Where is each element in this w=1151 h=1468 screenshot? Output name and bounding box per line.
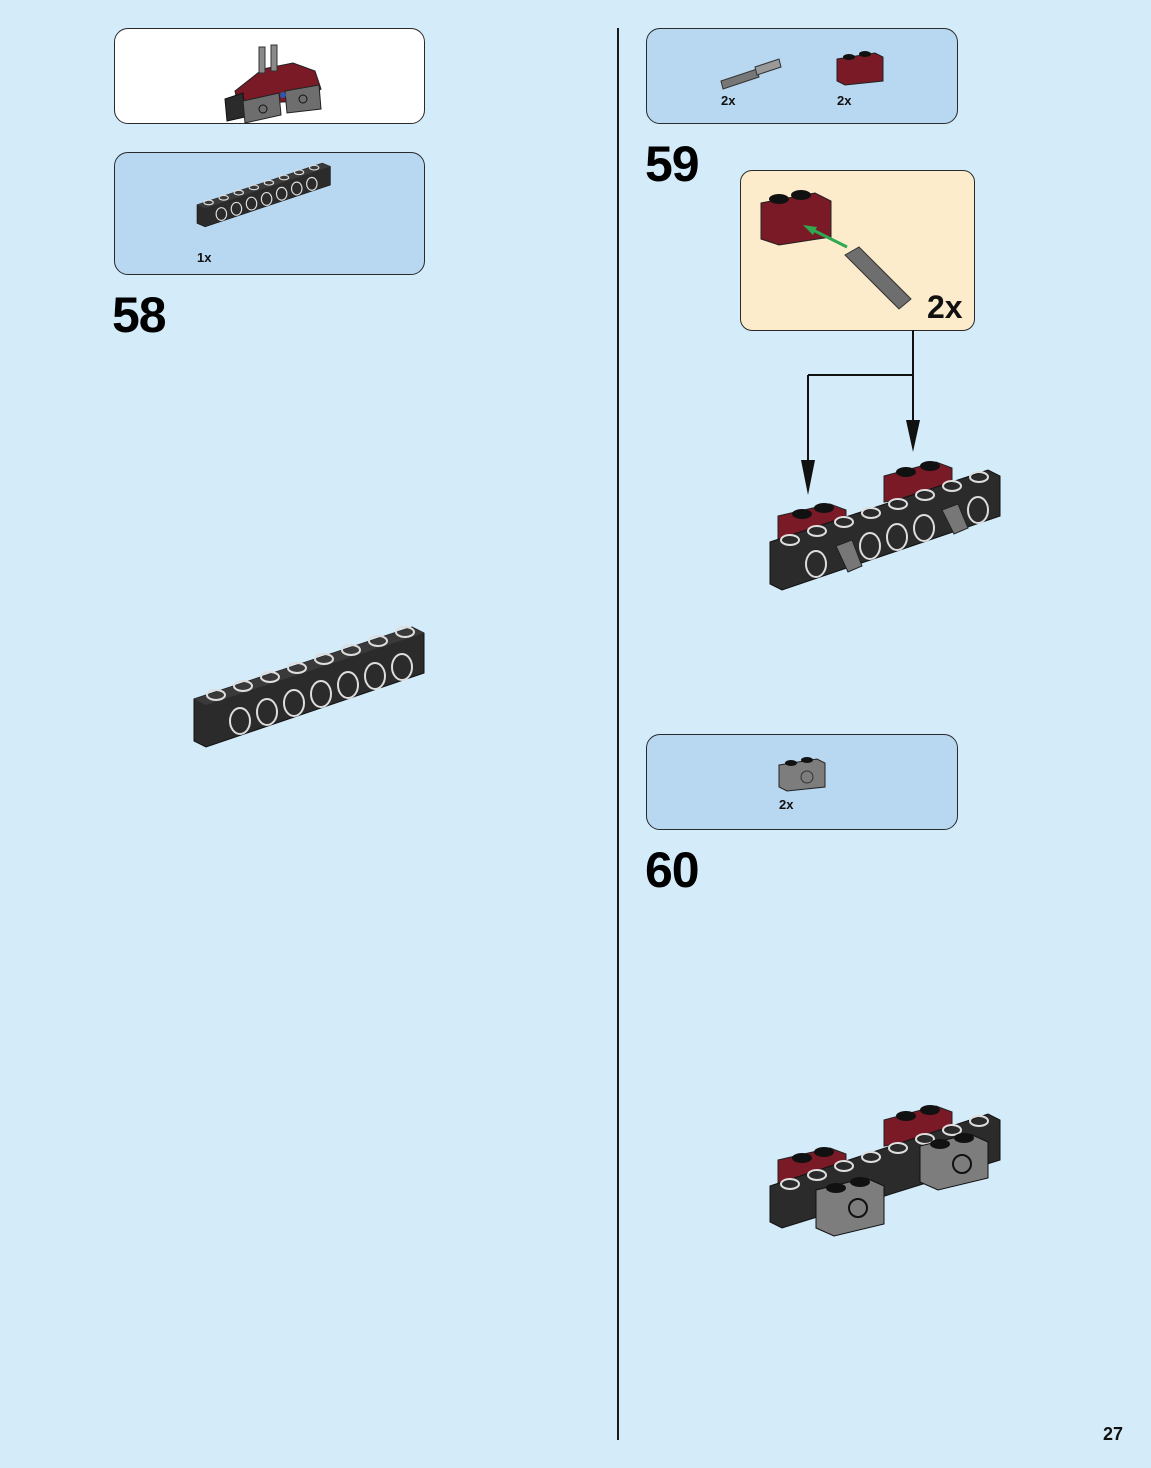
arrow-down-icon: [906, 420, 920, 452]
column-divider: [617, 28, 619, 1440]
pin-insert-icon: [760, 190, 912, 310]
technic-brick-1x8-icon: [196, 162, 331, 228]
part-quantity: 1x: [197, 250, 212, 265]
page-number: 27: [1102, 1424, 1123, 1444]
step-number-60: 60: [645, 842, 700, 898]
technic-brick-1x2-dark-red-icon: [836, 51, 884, 86]
part-quantity: 2x: [721, 93, 736, 108]
part-quantity: 2x: [837, 93, 852, 108]
submodel-preview-icon: [224, 44, 322, 124]
submodel-preview-box: [114, 28, 425, 124]
sub-assembly-callout: 2x: [740, 170, 975, 331]
technic-pin-axle-icon: [720, 58, 782, 90]
step-60-assembly-icon: [769, 1105, 1001, 1237]
step-number-59: 59: [645, 136, 700, 192]
technic-brick-1x2-grey-icon: [778, 757, 826, 792]
step-58-assembly-icon: [193, 626, 425, 748]
parts-list-step-58: 1x: [114, 152, 425, 275]
parts-list-step-59: 2x 2x: [646, 28, 958, 124]
part-quantity: 2x: [779, 797, 794, 812]
placement-arrows: [801, 330, 920, 495]
parts-list-step-60: 2x: [646, 734, 958, 830]
step-59-assembly-icon: [769, 461, 1001, 591]
callout-multiplier: 2x: [927, 289, 963, 325]
arrow-down-icon: [801, 460, 815, 495]
step-number-58: 58: [112, 287, 167, 343]
